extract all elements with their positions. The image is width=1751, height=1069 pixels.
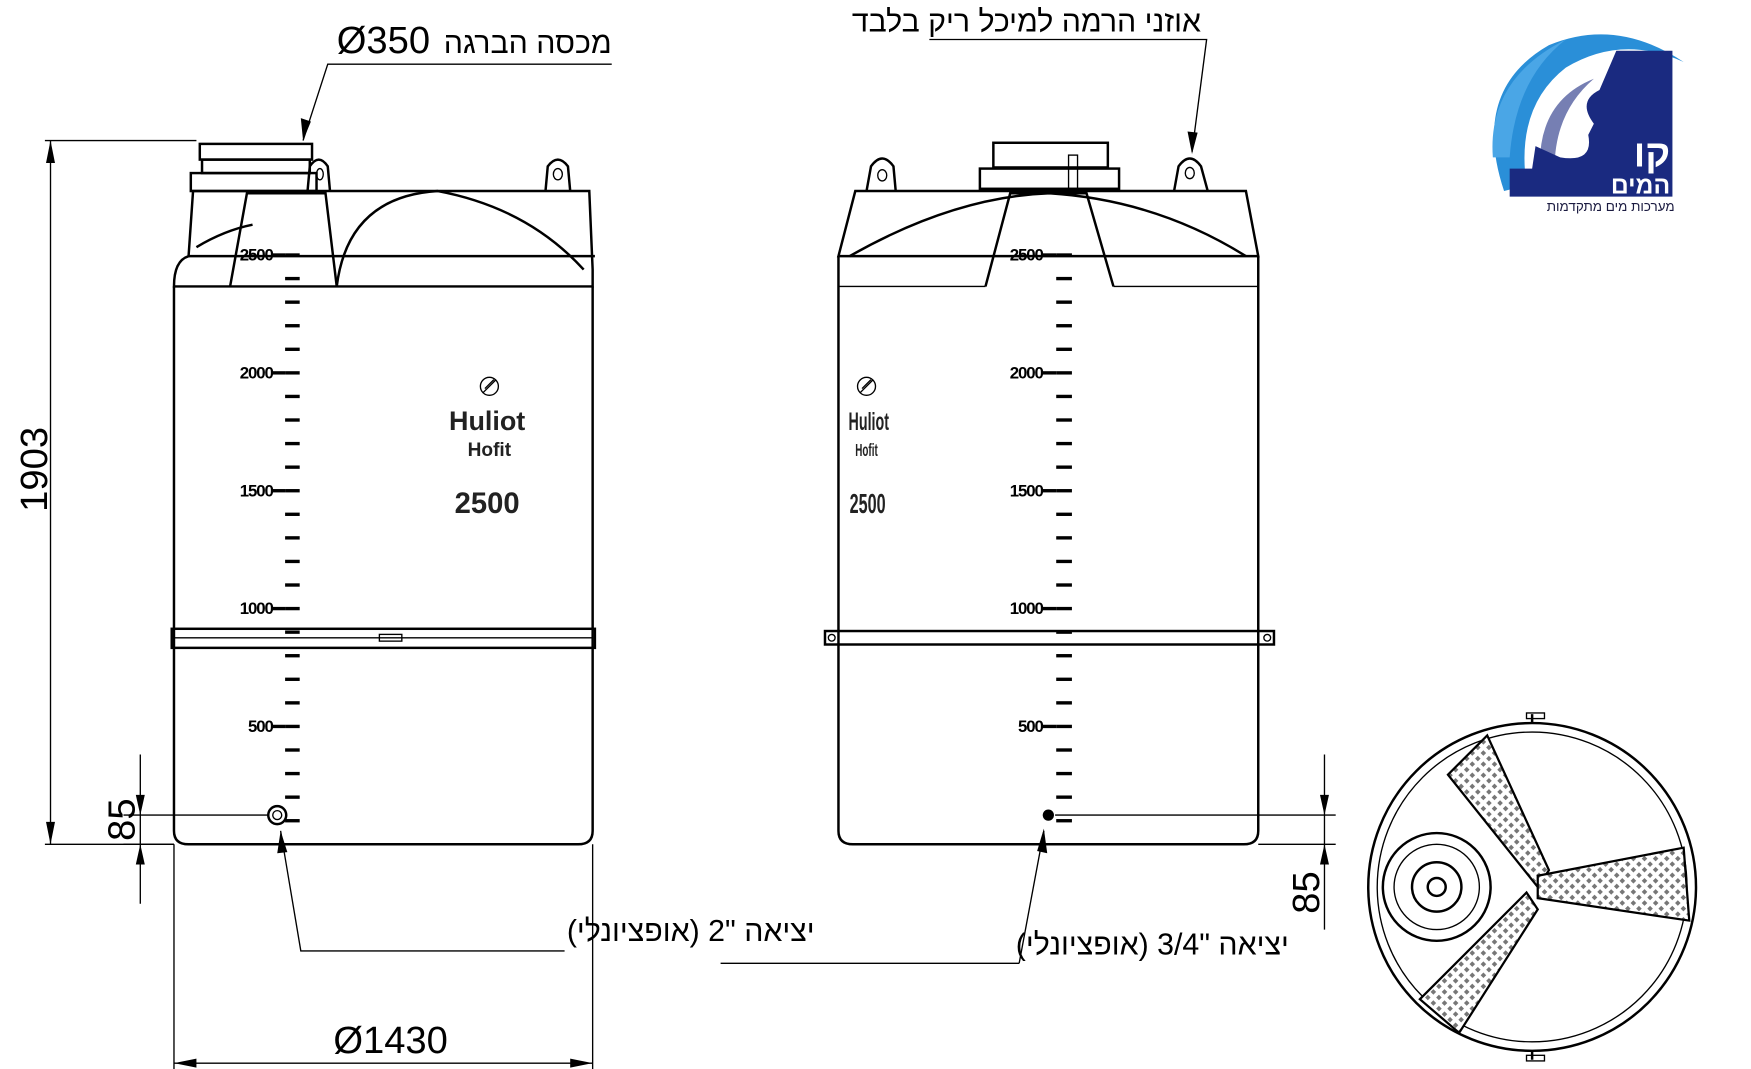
- lid-callout: Ø350 מכסה הברגה: [300, 19, 612, 141]
- outlet-height-dimension-left: 85: [101, 754, 270, 904]
- lifting-lug-icon: [306, 158, 572, 192]
- tank-side-view: 2500 2000 1500 1000 500 Huliot Hofit 2500: [823, 141, 1276, 846]
- tank-front-view: 2500 2000 1500 1000 500 Huliot Hofit 2500: [170, 142, 597, 846]
- outlet-callout-left: יציאה "2 (אופציונלי): [277, 830, 815, 952]
- tank-shoulder: [836, 189, 1260, 258]
- outlet-3-4inch: [1042, 809, 1054, 821]
- huliot-logo-mark: [856, 376, 877, 396]
- lid-label: מכסה הברגה: [444, 27, 612, 60]
- scale-label: 2000: [240, 363, 274, 382]
- level-scale-right: 2500 2000 1500 1000 500: [1010, 246, 1072, 823]
- scale-label: 500: [248, 717, 273, 736]
- tank-shoulder: [172, 189, 594, 288]
- outlet-height-dimension-right: 85: [1055, 754, 1336, 930]
- lifting-lug-label: אוזני הרמה למיכל ריק בלבד: [852, 6, 1201, 39]
- band-clip: [378, 633, 403, 642]
- tank-top-view: [1367, 712, 1698, 1062]
- tank-band: [170, 627, 597, 650]
- height-value: 1903: [13, 427, 56, 512]
- scale-label: 1000: [240, 599, 274, 618]
- logo-name-bottom: המים: [1611, 172, 1670, 199]
- scale-label: 2500: [240, 246, 274, 265]
- outlet-right-label: יציאה "3/4 (אופציונלי): [1016, 928, 1289, 961]
- logo-tagline: מערכות מים מתקדמות: [1547, 199, 1675, 214]
- logo-name-top: קו: [1634, 132, 1670, 175]
- scale-label: 1000: [1010, 599, 1044, 618]
- lifting-lug-icon: [865, 157, 1209, 192]
- tank-body: [172, 286, 594, 846]
- capacity-label: 2500: [850, 488, 886, 519]
- screw-lid: [189, 142, 318, 193]
- scale-label: 1500: [240, 481, 274, 500]
- level-scale-left: 2500 2000 1500 1000 500: [240, 246, 300, 823]
- lid-diameter: Ø350: [337, 19, 430, 62]
- scale-label: 1500: [1010, 481, 1044, 500]
- tank-body: [837, 256, 1260, 846]
- screw-lid: [978, 141, 1121, 191]
- diameter-dimension: Ø1430: [173, 844, 594, 1069]
- tank-band: [823, 629, 1276, 646]
- outlet-2inch: [267, 804, 288, 826]
- model-label: Hofit: [468, 440, 512, 461]
- outlet-callout-right: יציאה "3/4 (אופציונלי): [720, 828, 1289, 964]
- brand-label: Huliot: [849, 409, 889, 436]
- height-dimension: 1903: [13, 139, 197, 845]
- scale-label: 2500: [1010, 246, 1044, 265]
- lifting-lug-callout: אוזני הרמה למיכל ריק בלבד: [852, 6, 1208, 154]
- company-logo: קו המים מערכות מים מתקדמות: [1492, 34, 1684, 214]
- diameter-value: Ø1430: [333, 1019, 448, 1062]
- outlet-height-left-value: 85: [101, 798, 144, 840]
- model-label: Hofit: [855, 440, 877, 460]
- scale-label: 2000: [1010, 363, 1044, 382]
- outlet-left-label: יציאה "2 (אופציונלי): [567, 915, 815, 948]
- capacity-label: 2500: [455, 488, 520, 520]
- outlet-height-right-value: 85: [1285, 871, 1328, 913]
- brand-label: Huliot: [449, 406, 525, 436]
- huliot-logo-mark: [479, 376, 500, 396]
- scale-label: 500: [1018, 717, 1043, 736]
